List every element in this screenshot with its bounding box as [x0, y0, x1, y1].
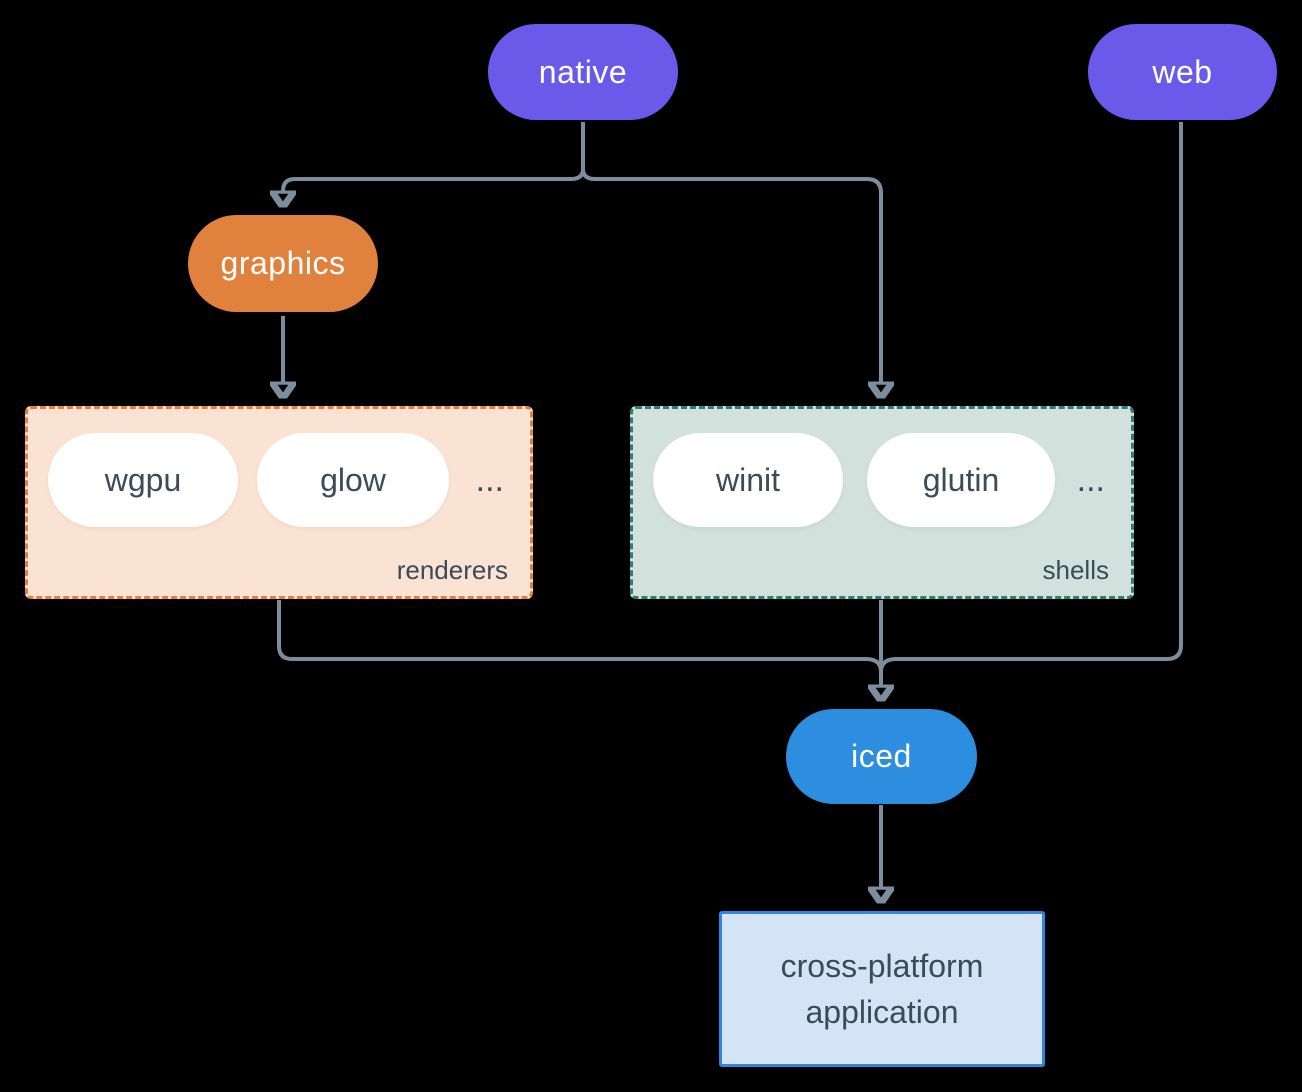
- shells-group-label: shells: [1042, 555, 1109, 585]
- application-label-line2: application: [805, 994, 959, 1030]
- node-glow: glow: [257, 433, 449, 527]
- node-wgpu-label: wgpu: [104, 461, 182, 498]
- shells-ellipsis: ...: [1076, 460, 1105, 499]
- node-web: web: [1088, 24, 1277, 120]
- group-shells: winit glutin ... shells: [630, 406, 1134, 599]
- renderers-group-label: renderers: [396, 555, 508, 585]
- node-iced-label: iced: [851, 738, 912, 774]
- renderers-ellipsis: ...: [475, 460, 504, 499]
- edge-native-to-graphics: [283, 168, 585, 192]
- node-glow-label: glow: [320, 461, 386, 498]
- node-winit-label: winit: [715, 461, 780, 498]
- node-winit: winit: [653, 433, 843, 527]
- node-native-label: native: [538, 53, 628, 90]
- node-cross-platform-application: cross-platform application: [719, 911, 1045, 1067]
- node-graphics: graphics: [188, 215, 378, 312]
- application-label-line1: cross-platform: [780, 948, 984, 984]
- node-glutin: glutin: [867, 433, 1055, 527]
- node-wgpu: wgpu: [48, 433, 238, 527]
- edge-native-to-shells: [581, 168, 881, 383]
- group-renderers: wgpu glow ... renderers: [25, 406, 533, 599]
- node-glutin-label: glutin: [922, 461, 1000, 498]
- edge-renderers-to-junction: [277, 600, 883, 673]
- node-graphics-label: graphics: [220, 245, 346, 281]
- node-native: native: [488, 24, 678, 120]
- node-web-label: web: [1152, 53, 1213, 90]
- node-iced: iced: [786, 709, 977, 804]
